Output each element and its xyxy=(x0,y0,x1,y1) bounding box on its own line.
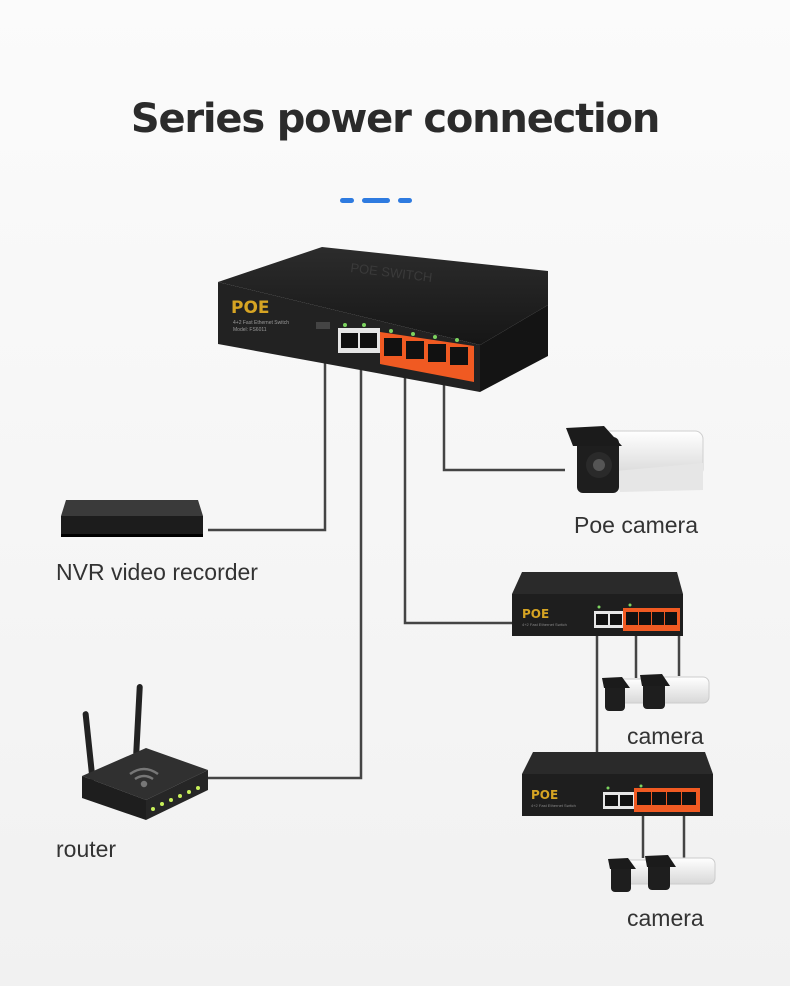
poe-port-1 xyxy=(384,338,402,356)
poe-led-4 xyxy=(455,338,459,342)
title-divider-center xyxy=(362,198,390,203)
label-camera-2: camera xyxy=(627,905,704,931)
uplink-led-2 xyxy=(362,323,366,327)
label-nvr: NVR video recorder xyxy=(56,559,258,585)
switch-3-logo: POE xyxy=(531,788,558,802)
poe-led-2 xyxy=(411,332,415,336)
uplink-led-1 xyxy=(343,323,347,327)
main-switch-subtitle: 4+2 Fast Ethernet Switch xyxy=(233,320,289,326)
cable-nvr xyxy=(208,362,327,532)
poe-port-4 xyxy=(450,347,468,365)
nvr-recorder xyxy=(61,500,203,537)
poe-led-3 xyxy=(433,335,437,339)
main-poe-switch: POE SWITCH POE 4+2 Fast Ethernet Switch … xyxy=(218,247,548,392)
dip-switch xyxy=(316,322,330,329)
poe-port-3 xyxy=(428,344,446,362)
uplink-port-2 xyxy=(360,333,377,348)
cable-router xyxy=(200,362,363,780)
router xyxy=(82,684,208,820)
cameras-group-1 xyxy=(602,674,710,711)
title-divider-right xyxy=(398,198,412,203)
poe-switch-3: POE 4+2 Fast Ethernet Switch xyxy=(522,752,713,816)
connection-cables xyxy=(200,362,686,858)
uplink-port-1 xyxy=(341,333,358,348)
main-switch-model: Model: FS6011 xyxy=(233,327,267,333)
poe-camera xyxy=(566,426,704,493)
cable-switch-2 xyxy=(403,376,512,625)
cable-poe-camera xyxy=(442,384,565,472)
poe-ports-block xyxy=(380,332,474,382)
title-divider-left xyxy=(340,198,354,203)
switch-2-logo: POE xyxy=(522,607,549,621)
switch-3-subtitle: 4+2 Fast Ethernet Switch xyxy=(531,803,576,808)
main-switch-logo: POE xyxy=(231,298,270,318)
poe-port-2 xyxy=(406,341,424,359)
router-leds xyxy=(151,786,200,811)
label-router: router xyxy=(56,836,117,862)
cameras-group-2 xyxy=(608,855,716,892)
poe-switch-2: POE 4+2 Fast Ethernet Switch xyxy=(512,572,683,636)
label-poe-camera: Poe camera xyxy=(574,512,699,538)
label-camera-1: camera xyxy=(627,723,704,749)
switch-2-subtitle: 4+2 Fast Ethernet Switch xyxy=(522,622,567,627)
page-title: Series power connection xyxy=(130,96,660,142)
wifi-icon xyxy=(129,767,159,788)
poe-led-1 xyxy=(389,329,393,333)
